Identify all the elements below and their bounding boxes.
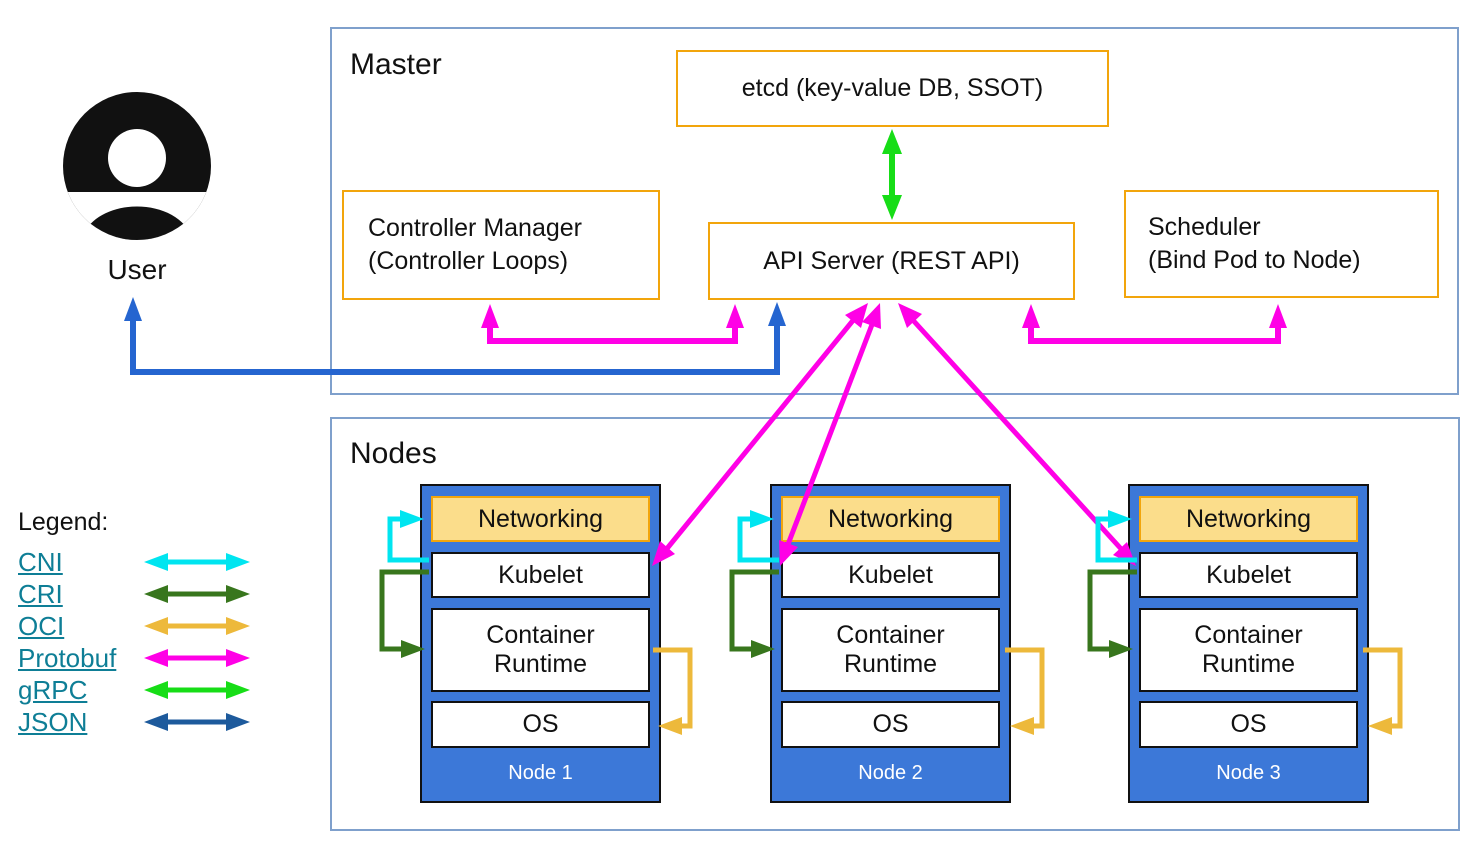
legend-link-protobuf[interactable]: Protobuf (18, 642, 117, 673)
protobuf-arrow-icon (144, 649, 250, 667)
runtime-label-line2: Runtime (843, 650, 938, 678)
runtime-label-line1: Container (486, 621, 595, 649)
kubelet-label: Kubelet (848, 560, 933, 589)
api-server-label: API Server (REST API) (763, 246, 1020, 275)
cni-arrow-icon (144, 553, 250, 571)
oci-arrow-icon (144, 617, 250, 635)
master-frame (330, 27, 1459, 395)
os-label: OS (872, 710, 909, 738)
node-1-label: Node 1 (508, 762, 573, 784)
os-label: OS (1230, 710, 1267, 738)
node-2-networking-box: Networking (781, 496, 1000, 542)
json-arrow-icon (144, 713, 250, 731)
node-2: Networking Kubelet Container Runtime OS … (770, 484, 1011, 803)
node-1-networking-box: Networking (431, 496, 650, 542)
node-2-kubelet-box: Kubelet (781, 552, 1000, 598)
legend-row-json: JSON (18, 706, 87, 738)
scheduler-box: Scheduler (Bind Pod to Node) (1124, 190, 1439, 298)
runtime-label-line2: Runtime (1201, 650, 1296, 678)
node-3-label: Node 3 (1216, 762, 1281, 784)
user-avatar-icon (63, 92, 211, 240)
node-2-label: Node 2 (858, 762, 923, 784)
cri-arrow-icon (144, 585, 250, 603)
node-1-container-runtime-box: Container Runtime (431, 608, 650, 692)
legend-title: Legend: (18, 508, 109, 536)
legend-row-cni: CNI (18, 546, 63, 578)
node-3: Networking Kubelet Container Runtime OS … (1128, 484, 1369, 803)
nodes-frame (330, 417, 1460, 831)
runtime-label-line2: Runtime (493, 650, 588, 678)
runtime-label-line1: Container (1194, 621, 1303, 649)
legend-row-cri: CRI (18, 578, 63, 610)
etcd-box: etcd (key-value DB, SSOT) (676, 50, 1109, 127)
kubelet-label: Kubelet (1206, 560, 1291, 589)
kubelet-label: Kubelet (498, 560, 583, 589)
scheduler-label-line2: (Bind Pod to Node) (1148, 246, 1361, 274)
api-server-box: API Server (REST API) (708, 222, 1075, 300)
legend-row-oci: OCI (18, 610, 64, 642)
legend-link-cri[interactable]: CRI (18, 578, 63, 609)
controller-manager-label-line2: (Controller Loops) (368, 247, 569, 275)
user-label: User (107, 254, 167, 285)
node-3-networking-box: Networking (1139, 496, 1358, 542)
legend-link-oci[interactable]: OCI (18, 610, 65, 641)
networking-label: Networking (1185, 504, 1312, 533)
networking-label: Networking (477, 504, 604, 533)
nodes-title: Nodes (350, 437, 437, 470)
os-label: OS (522, 710, 559, 738)
grpc-arrow-icon (144, 681, 250, 699)
networking-label: Networking (827, 504, 954, 533)
legend-link-grpc[interactable]: gRPC (18, 674, 88, 705)
node-2-container-runtime-box: Container Runtime (781, 608, 1000, 692)
node-1-os-box: OS (431, 701, 650, 748)
legend-link-json[interactable]: JSON (18, 706, 88, 737)
legend-link-cni[interactable]: CNI (18, 546, 63, 577)
controller-manager-label-line1: Controller Manager (368, 214, 582, 242)
master-title: Master (350, 48, 442, 81)
scheduler-label-line1: Scheduler (1148, 213, 1261, 241)
node-1: Networking Kubelet Container Runtime OS … (420, 484, 661, 803)
node-1-kubelet-box: Kubelet (431, 552, 650, 598)
node-2-os-box: OS (781, 701, 1000, 748)
node-3-container-runtime-box: Container Runtime (1139, 608, 1358, 692)
controller-manager-box: Controller Manager (Controller Loops) (342, 190, 660, 300)
legend-row-protobuf: Protobuf (18, 642, 116, 674)
node-3-kubelet-box: Kubelet (1139, 552, 1358, 598)
runtime-label-line1: Container (836, 621, 945, 649)
etcd-label: etcd (key-value DB, SSOT) (741, 74, 1044, 102)
node-3-os-box: OS (1139, 701, 1358, 748)
legend-row-grpc: gRPC (18, 674, 87, 706)
